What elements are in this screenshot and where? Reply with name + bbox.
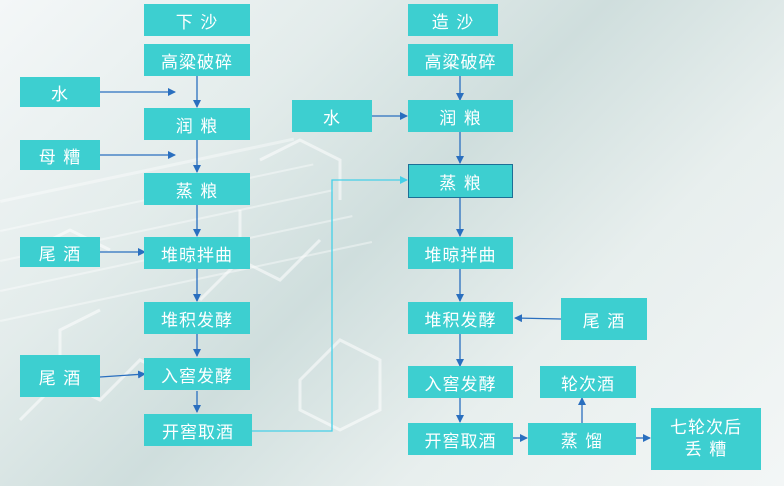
left-step-crush: 高粱破碎 — [144, 44, 250, 76]
right-step-distill: 蒸 馏 — [528, 423, 636, 455]
waste-line-1: 七轮次后 — [670, 418, 742, 438]
left-input-water: 水 — [20, 77, 100, 107]
right-step-pit-ferment: 入窖发酵 — [408, 366, 513, 398]
right-step-crush: 高粱破碎 — [408, 44, 513, 76]
waste-line-2: 丢 糟 — [684, 440, 728, 460]
right-step-heap-ferment: 堆积发酵 — [408, 302, 513, 334]
right-step-cool-mix: 堆晾拌曲 — [408, 237, 513, 269]
left-title: 下 沙 — [144, 4, 250, 36]
left-step-heap-ferment: 堆积发酵 — [144, 302, 250, 334]
left-step-cool-mix: 堆晾拌曲 — [144, 237, 250, 269]
left-step-open-pit: 开窖取酒 — [144, 414, 252, 446]
right-input-tail-liquor: 尾 酒 — [561, 298, 647, 340]
left-step-moisten: 润 粮 — [144, 108, 250, 140]
right-product-round-liquor: 轮次酒 — [540, 366, 636, 398]
right-step-moisten: 润 粮 — [408, 100, 513, 132]
left-input-tail-liquor-1: 尾 酒 — [20, 237, 100, 267]
left-input-tail-liquor-2: 尾 酒 — [20, 355, 100, 397]
right-input-water: 水 — [292, 100, 372, 132]
right-title: 造 沙 — [408, 4, 498, 36]
right-waste-box: 七轮次后 丢 糟 — [651, 408, 761, 470]
left-step-pit-ferment: 入窖发酵 — [144, 358, 250, 390]
right-step-open-pit: 开窖取酒 — [408, 423, 513, 455]
left-input-mother-mash: 母 糟 — [20, 140, 100, 170]
right-step-steam: 蒸 粮 — [408, 164, 513, 198]
left-step-steam: 蒸 粮 — [144, 173, 250, 205]
